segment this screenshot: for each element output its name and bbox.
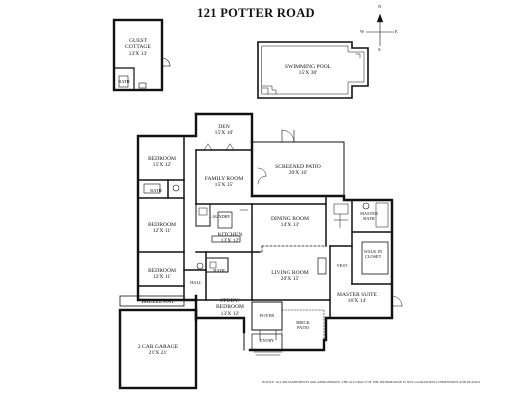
room-name: LIVING ROOM (271, 270, 309, 276)
room-name: WALK IN CLOSET (363, 249, 383, 260)
compass-rose-icon (366, 13, 394, 46)
room-name: BATH (213, 268, 225, 273)
room-name: SCREENED PATIO (275, 164, 321, 170)
room-name: ENTRY (259, 338, 275, 343)
room-name: MASTER BATH (360, 211, 378, 222)
room-dims: 15'X 15' (214, 182, 234, 189)
room-name: STUDY/ BEDROOM (216, 298, 244, 311)
room-dims: 16'X 14' (347, 298, 367, 305)
room-dims: 15'X 12' (152, 162, 172, 169)
plan-title: 121 POTTER ROAD (197, 6, 315, 20)
room-kitchen: KITCHEN 13'X 12' (218, 232, 243, 245)
room-screened-patio: SCREENED PATIO 20'X 16' (275, 164, 321, 177)
room-bath-2: BATH (213, 268, 224, 273)
room-brick-patio: BRICK PATIO (291, 320, 315, 330)
room-name: BRICK PATIO (296, 320, 310, 331)
room-walk-in-closet: WALK IN CLOSET (361, 249, 385, 259)
room-entry: ENTRY (260, 338, 274, 343)
room-dims: 20'X 16' (288, 170, 308, 177)
room-name: FOYER (259, 313, 275, 318)
room-name: BEDROOM (148, 268, 176, 274)
compass-n: N (378, 4, 382, 9)
measurement-notice: NOTICE: ALL MEASUREMENTS ARE APPROXIMATE… (262, 380, 481, 384)
room-master-bath: MASTER BATH (358, 211, 380, 221)
room-cottage-bath: BATH (118, 79, 129, 84)
room-name: LAUNDRY (209, 214, 231, 219)
room-den: DEN 15'X 10' (215, 124, 234, 137)
room-breezeway: BREEZEWAY (141, 299, 174, 305)
room-family-room: FAMILY ROOM 15'X 15' (205, 176, 243, 189)
compass-e: E (395, 29, 398, 34)
room-name: BREEZEWAY (141, 299, 175, 305)
room-dims: 15'X 10' (214, 130, 234, 137)
room-name: BEDROOM (148, 222, 176, 228)
room-bedroom-3: BEDROOM 12'X 11' (148, 268, 176, 281)
room-name: SWIMMING POOL (284, 64, 332, 70)
room-foyer: FOYER (260, 313, 274, 318)
room-name: BATH (118, 79, 130, 84)
room-guest-cottage: GUEST COTTAGE 13'X 13' (118, 38, 158, 57)
room-name: FAMILY ROOM (204, 176, 244, 182)
room-hall: HALL (190, 280, 202, 285)
room-dims: 12'X 11' (152, 274, 172, 281)
room-dims: 15'X 30' (298, 70, 318, 77)
room-bedroom-2: BEDROOM 12'X 11' (148, 222, 176, 235)
room-swimming-pool: SWIMMING POOL 15'X 30' (285, 64, 331, 77)
room-dining-room: DINING ROOM 14'X 13' (271, 216, 309, 229)
room-bath-1: BATH (150, 188, 161, 193)
room-laundry: LAUNDRY (209, 214, 230, 219)
room-name: DEN (218, 124, 230, 130)
guest-cottage-walls (112, 18, 171, 92)
room-name: 2 CAR GARAGE (137, 344, 179, 350)
screened-patio-walls (251, 129, 345, 197)
room-study-bedroom: STUDY/ BEDROOM 13'X 12' (213, 298, 247, 317)
interior-walls (137, 135, 403, 351)
room-name: BEDROOM (148, 156, 176, 162)
compass-s: S (378, 47, 381, 52)
breezeway-garage (118, 295, 198, 390)
room-vest: VEST (337, 263, 348, 268)
room-dims: 21'X 21' (148, 350, 168, 357)
room-dims: 20'X 15' (280, 276, 300, 283)
room-dims: 13'X 13' (128, 50, 148, 57)
room-garage: 2 CAR GARAGE 21'X 21' (138, 344, 178, 357)
room-name: HALL (190, 280, 202, 285)
room-name: BATH (150, 188, 162, 193)
room-dims: 12'X 11' (152, 228, 172, 235)
room-name: MASTER SUITE (337, 292, 377, 298)
entry-steps (253, 351, 283, 356)
room-name: VEST (336, 263, 348, 268)
room-dims: 13'X 12' (220, 310, 240, 317)
compass-w: W (360, 29, 365, 34)
room-master-suite: MASTER SUITE 16'X 14' (337, 292, 377, 305)
swimming-pool-outline (257, 41, 369, 99)
room-name: KITCHEN (217, 232, 243, 238)
room-dims: 13'X 12' (220, 238, 240, 245)
room-name: DINING ROOM (270, 216, 310, 222)
room-living-room: LIVING ROOM 20'X 15' (271, 270, 308, 283)
room-bedroom-1: BEDROOM 15'X 12' (148, 156, 176, 169)
room-name: GUEST COTTAGE (125, 38, 151, 51)
room-dims: 14'X 13' (280, 222, 300, 229)
